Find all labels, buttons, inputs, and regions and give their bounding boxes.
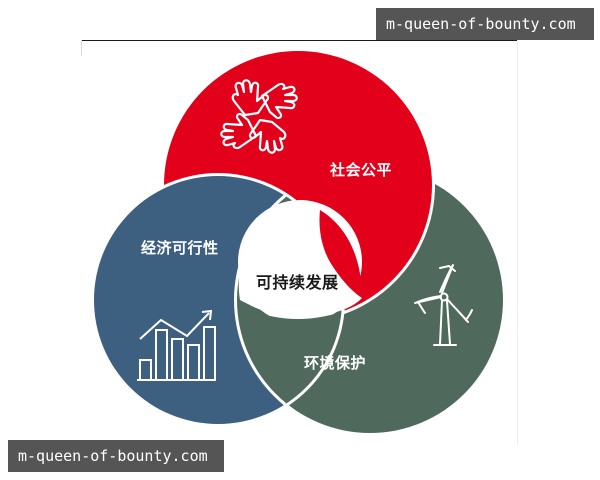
social-equity-tail: [319, 210, 362, 298]
watermark-bottom: m-queen-of-bounty.com: [8, 440, 224, 472]
environment-label: 环境保护: [304, 354, 367, 372]
hands-together-icon: [220, 79, 298, 154]
frame-right-border: [517, 40, 518, 445]
frame-top-border: [81, 40, 517, 41]
social-equity-label: 社会公平: [330, 161, 393, 179]
economic-viability-label: 经济可行性: [141, 239, 219, 257]
sustainable-development-label: 可持续发展: [256, 273, 339, 292]
frame-left-border: [81, 40, 82, 56]
wind-turbine-icon: [414, 264, 473, 346]
watermark-top: m-queen-of-bounty.com: [376, 8, 594, 40]
bar-chart-trend-icon: [137, 309, 216, 381]
